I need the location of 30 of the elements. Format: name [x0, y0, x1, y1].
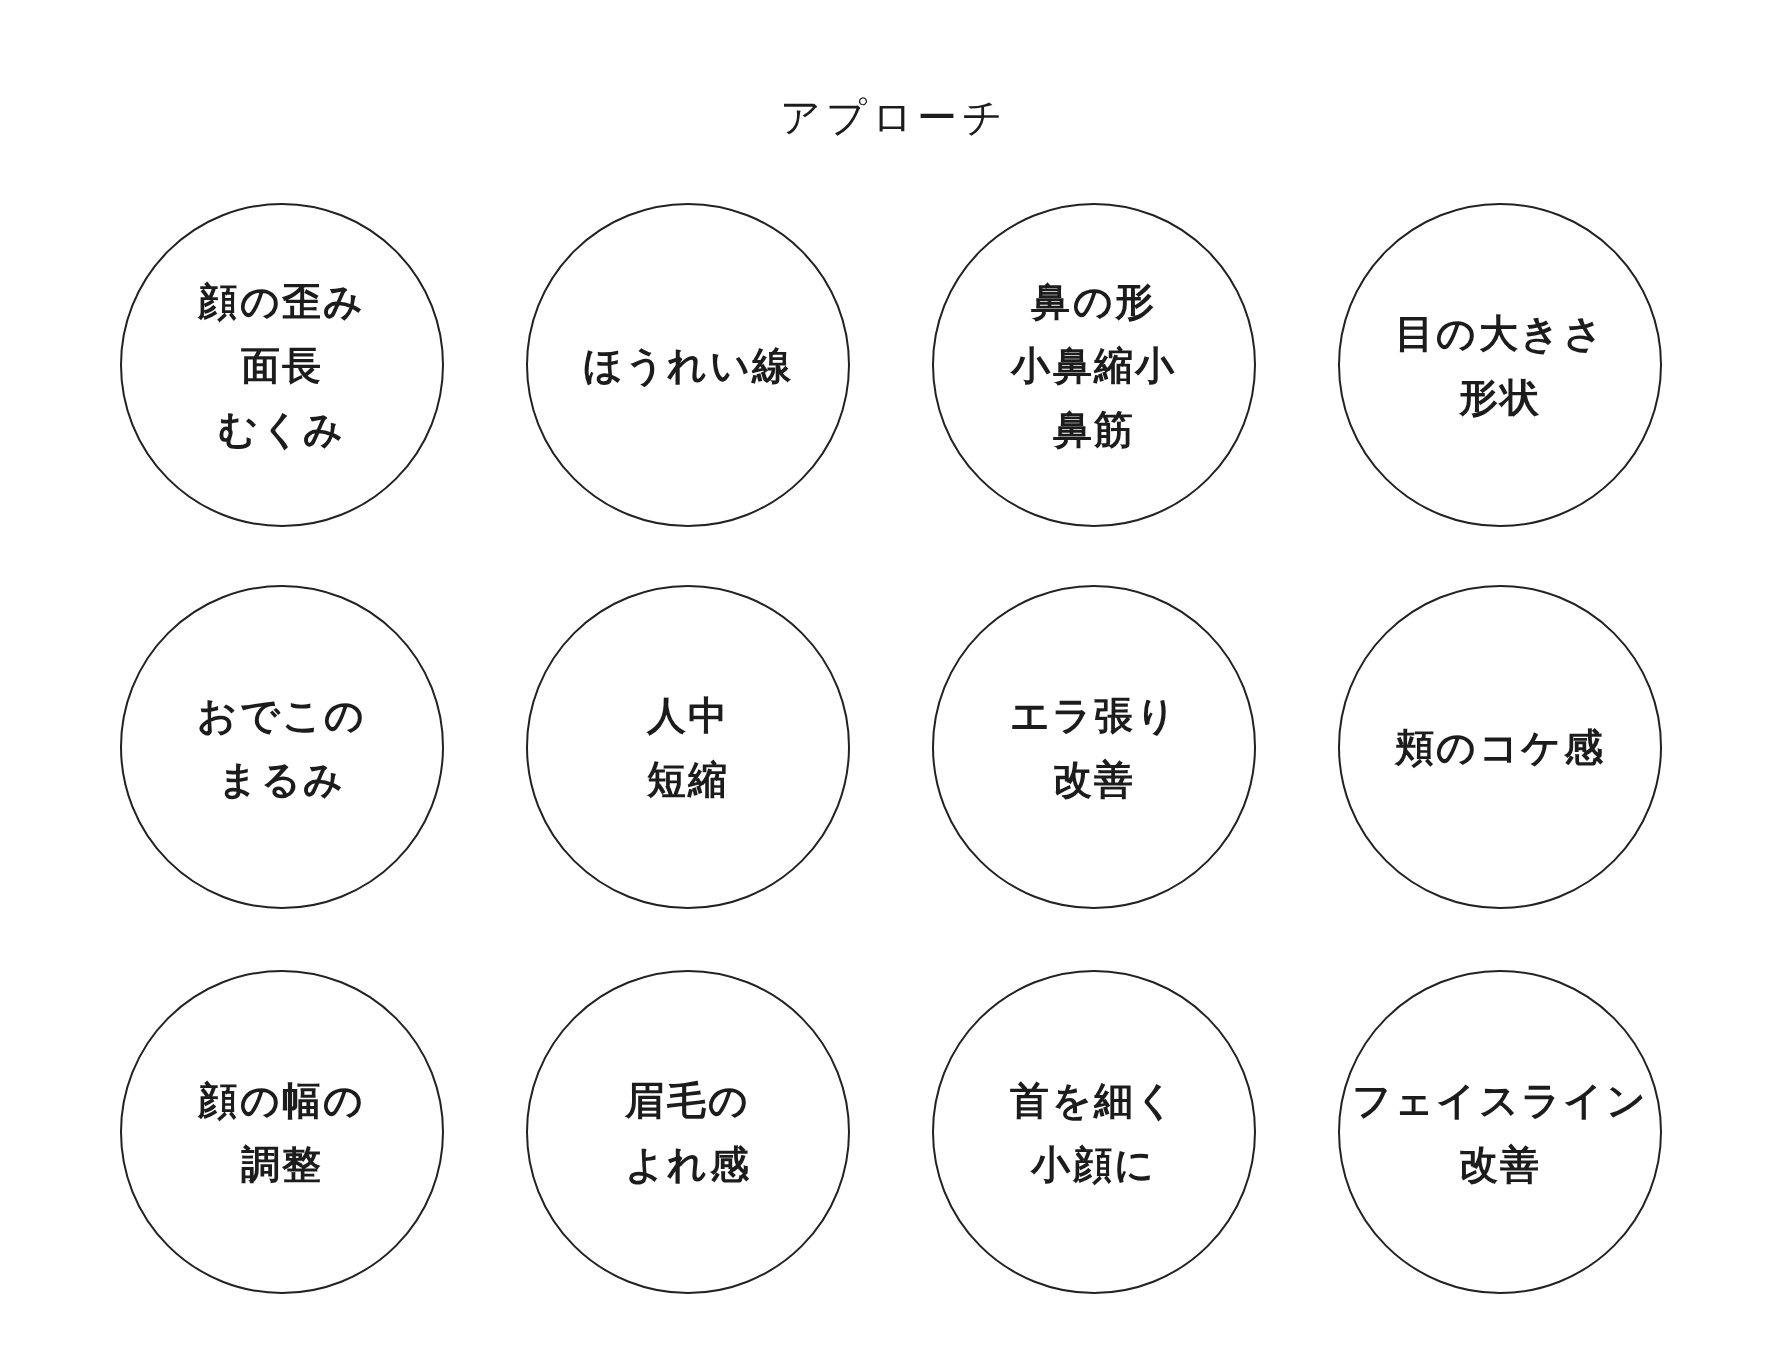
topic-label: おでこのまるみ [196, 691, 368, 804]
topic-label: 眉毛のよれ感 [623, 1076, 752, 1189]
topic-circle [932, 585, 1256, 909]
topic-circle [120, 585, 444, 909]
topic-circle [526, 970, 850, 1294]
topic-circle [1338, 203, 1662, 527]
topic-circle [120, 970, 444, 1294]
topic-circle [120, 203, 444, 527]
topic-circle [1338, 970, 1662, 1294]
topic-label: 鼻の形 [1031, 277, 1157, 326]
topic-label: フェイスライン改善 [1350, 1076, 1650, 1189]
topic-label: 面長 [240, 341, 324, 390]
topic-label: 顔の幅の調整 [197, 1076, 367, 1189]
topic-label: 鼻筋 [1052, 405, 1136, 454]
topic-label: 頬のコケ感 [1395, 723, 1605, 772]
topic-circle [1338, 585, 1662, 909]
topic-circle [932, 203, 1256, 527]
topic-label: むくみ [218, 405, 346, 454]
topic-circle [526, 203, 850, 527]
topic-label: 顔の歪み [198, 277, 366, 326]
topic-label: 人中短縮 [645, 691, 731, 804]
topic-label: 首を細く小顔に [1009, 1076, 1179, 1189]
topic-circle [526, 585, 850, 909]
topic-label: 形状 [1458, 373, 1542, 422]
title: アプローチ [779, 93, 1009, 142]
topic-label: 目の大きさ [1395, 309, 1605, 358]
topic-label: ほうれい線 [582, 341, 794, 390]
topic-label: 小鼻縮小 [1011, 341, 1177, 390]
topic-circle [932, 970, 1256, 1294]
topic-label: エラ張り改善 [1008, 691, 1180, 804]
